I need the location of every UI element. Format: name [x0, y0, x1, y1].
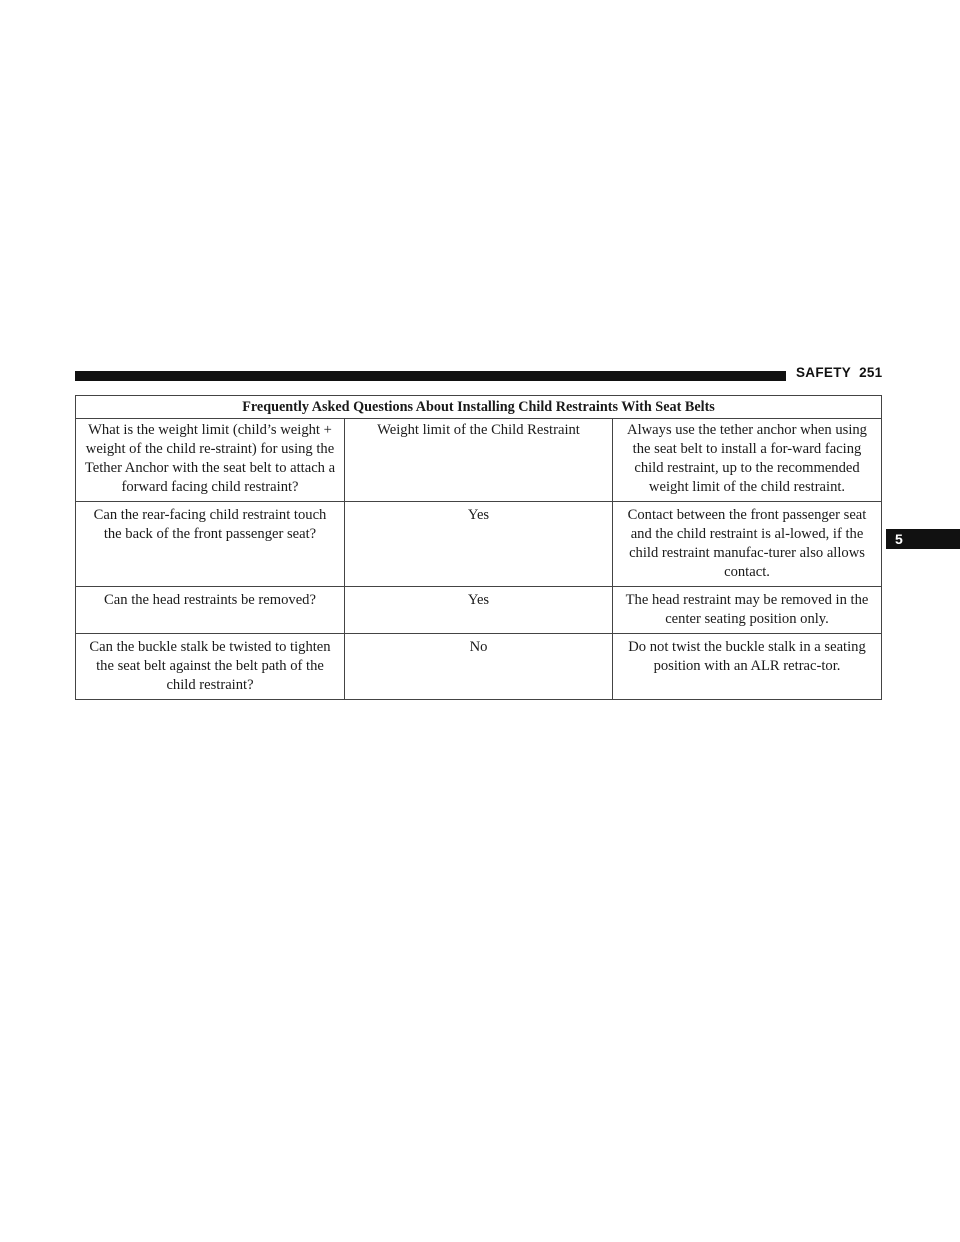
- question-cell: Can the head restraints be removed?: [75, 586, 345, 634]
- answer-cell: Yes: [344, 501, 613, 587]
- details-cell: Do not twist the buckle stalk in a seati…: [611, 633, 883, 700]
- answer-cell: No: [344, 633, 613, 700]
- table-row: Can the buckle stalk be twisted to tight…: [75, 633, 883, 700]
- section-title: SAFETY: [796, 365, 852, 380]
- question-cell: Can the rear-facing child restraint touc…: [75, 501, 345, 587]
- table-header-row: Frequently Asked Questions About Install…: [74, 395, 883, 419]
- details-cell: Contact between the front passenger seat…: [611, 501, 883, 587]
- header-rule: [75, 371, 786, 381]
- faq-table: Frequently Asked Questions About Install…: [74, 395, 883, 700]
- answer-cell: Yes: [344, 586, 613, 634]
- question-cell: Can the buckle stalk be twisted to tight…: [75, 633, 345, 700]
- question-cell: What is the weight limit (child’s weight…: [75, 418, 345, 502]
- table-row: What is the weight limit (child’s weight…: [75, 418, 883, 502]
- table-title: Frequently Asked Questions About Install…: [74, 395, 883, 419]
- details-cell: The head restraint may be removed in the…: [611, 586, 883, 634]
- details-cell: Always use the tether anchor when using …: [611, 418, 883, 502]
- page-number: 251: [859, 365, 883, 380]
- chapter-tab: 5: [886, 529, 960, 549]
- table-row: Can the rear-facing child restraint touc…: [75, 501, 883, 587]
- table-row: Can the head restraints be removed? Yes …: [75, 586, 883, 634]
- answer-cell: Weight limit of the Child Restraint: [344, 418, 613, 502]
- running-header: SAFETY 251: [796, 365, 883, 380]
